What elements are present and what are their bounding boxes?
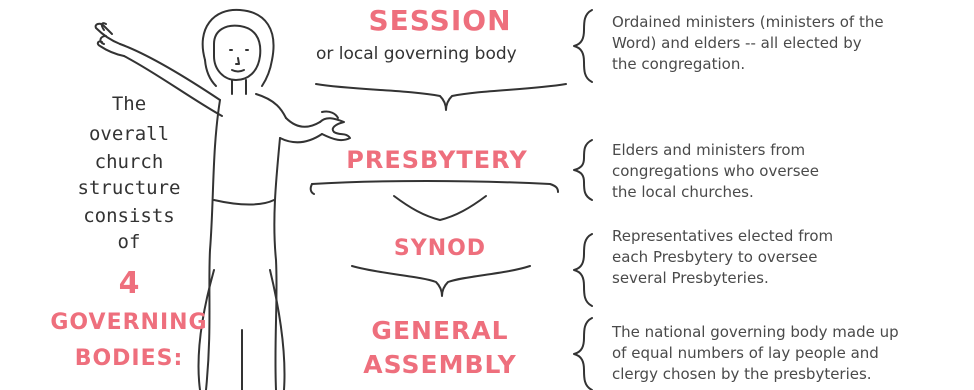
presenter-figure-illustration [94,8,351,390]
synod-bracket [351,265,531,297]
general-assembly-title-line-1: GENERAL [371,316,509,345]
synod-desc-line-3: several Presbyteries. [612,269,769,287]
session-bracket [315,83,567,111]
governing-bodies-count: 4 [118,266,140,301]
presbytery-underline [311,180,559,193]
presbytery-desc-line-2: congregations who oversee [612,162,819,180]
bodies-label: BODIES: [74,346,184,371]
general-assembly-desc-line-2: of equal numbers of lay people and [612,344,879,362]
session-desc-line-2: Word) and elders -- all elected by [612,34,862,52]
session-title: SESSION [368,4,512,37]
general-assembly-desc-line-1: The national governing body made up [612,323,899,341]
description-braces [573,9,593,390]
intro-line-2: overall [88,123,170,145]
synod-desc-line-2: each Presbytery to oversee [612,248,818,266]
session-desc-line-3: the congregation. [612,55,746,73]
intro-line-3: church [94,151,164,173]
presbytery-title: PRESBYTERY [346,146,528,174]
presbytery-desc-line-3: the local churches. [612,183,754,201]
governing-label: GOVERNING [50,310,208,335]
session-desc-line-1: Ordained ministers (ministers of the [612,13,884,31]
synod-description: Representatives elected from each Presby… [612,226,833,289]
synod-title: SYNOD [393,236,487,261]
session-subtitle: or local governing body [316,44,517,64]
general-assembly-desc-line-3: clergy chosen by the presbyteries. [612,365,872,383]
presbytery-synod-connector [393,195,487,221]
session-description: Ordained ministers (ministers of the Wor… [612,12,884,75]
presbytery-description: Elders and ministers from congregations … [612,140,819,203]
intro-line-4: structure [77,177,181,199]
general-assembly-title-line-2: ASSEMBLY [363,350,517,379]
synod-desc-line-1: Representatives elected from [612,227,834,245]
general-assembly-description: The national governing body made up of e… [612,322,899,385]
intro-line-1: The [111,93,147,115]
presbytery-desc-line-1: Elders and ministers from [612,141,806,159]
intro-line-6: of [117,231,141,253]
intro-line-5: consists [83,205,175,227]
